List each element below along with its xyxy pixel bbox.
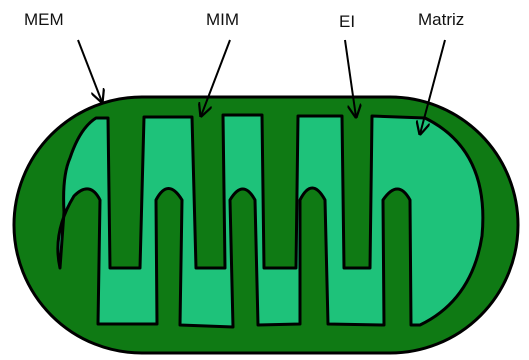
- arrow-mem: [78, 40, 102, 102]
- label-matriz: Matriz: [418, 11, 464, 28]
- label-mim: MIM: [206, 11, 239, 28]
- label-ei: EI: [339, 13, 355, 30]
- label-mem: MEM: [24, 11, 64, 28]
